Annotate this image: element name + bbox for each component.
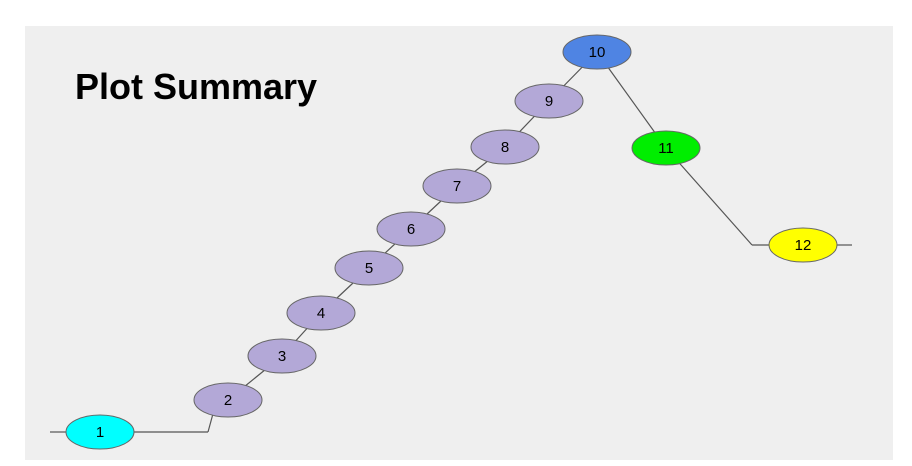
node-2: 2 — [193, 382, 263, 418]
edges-layer — [50, 51, 852, 433]
node-6: 6 — [376, 211, 446, 247]
node-label: 1 — [96, 424, 104, 441]
node-ellipse — [193, 382, 263, 418]
node-12: 12 — [768, 227, 838, 263]
node-9: 9 — [514, 83, 584, 119]
node-ellipse — [470, 129, 540, 165]
node-ellipse — [631, 130, 701, 166]
node-10: 10 — [562, 34, 632, 70]
node-label: 6 — [407, 221, 415, 238]
node-label: 7 — [453, 178, 461, 195]
node-label: 3 — [278, 348, 286, 365]
node-11: 11 — [631, 130, 701, 166]
node-5: 5 — [334, 250, 404, 286]
node-3: 3 — [247, 338, 317, 374]
node-label: 8 — [501, 139, 509, 156]
node-label: 4 — [317, 305, 325, 322]
node-ellipse — [376, 211, 446, 247]
diagram-canvas — [25, 26, 893, 460]
node-ellipse — [768, 227, 838, 263]
node-ellipse — [562, 34, 632, 70]
node-ellipse — [247, 338, 317, 374]
node-label: 5 — [365, 260, 373, 277]
node-label: 12 — [795, 237, 812, 254]
node-label: 2 — [224, 392, 232, 409]
diagram-title: Plot Summary — [75, 66, 318, 107]
node-1: 1 — [65, 414, 135, 450]
node-ellipse — [422, 168, 492, 204]
node-ellipse — [334, 250, 404, 286]
edge-11-12 — [665, 147, 753, 246]
node-ellipse — [65, 414, 135, 450]
node-label: 10 — [589, 44, 606, 61]
node-label: 9 — [545, 93, 553, 110]
node-8: 8 — [470, 129, 540, 165]
node-ellipse — [286, 295, 356, 331]
node-ellipse — [514, 83, 584, 119]
node-7: 7 — [422, 168, 492, 204]
node-label: 11 — [658, 140, 674, 157]
node-4: 4 — [286, 295, 356, 331]
